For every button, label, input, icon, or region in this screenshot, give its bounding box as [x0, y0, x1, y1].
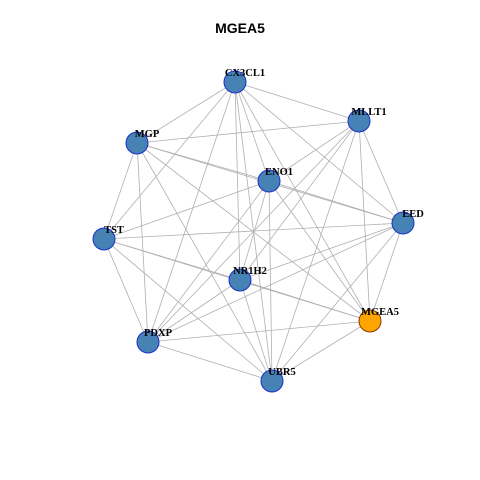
- node-eno1[interactable]: [257, 169, 281, 193]
- node-label-eno1: ENO1: [265, 167, 293, 178]
- edge-mgea5-pdxp: [147, 320, 371, 343]
- edge-eno1-ubr5: [268, 180, 273, 382]
- edge-mllt1-mgea5: [358, 120, 371, 322]
- edge-mllt1-eno1: [268, 120, 360, 182]
- node-label-ubr5: UBR5: [268, 367, 295, 378]
- node-label-mllt1: MLLT1: [351, 107, 386, 118]
- node-mgp[interactable]: [125, 131, 149, 155]
- edge-tst-ubr5: [103, 238, 273, 382]
- node-ubr5[interactable]: [260, 369, 284, 393]
- edge-cx3cl1-tst: [103, 81, 236, 240]
- edge-mgp-ubr5: [136, 142, 273, 382]
- edge-nr1h2-ubr5: [239, 279, 273, 382]
- node-label-nr1h2: NR1H2: [233, 266, 267, 277]
- node-label-pdxp: PDXP: [144, 328, 173, 339]
- edge-eed-mgea5: [369, 222, 404, 322]
- edge-mgp-mgea5: [136, 142, 371, 322]
- node-eed[interactable]: [391, 211, 415, 235]
- edge-cx3cl1-pdxp: [147, 81, 236, 343]
- edge-cx3cl1-mgp: [136, 81, 236, 144]
- edge-tst-pdxp: [103, 238, 149, 343]
- edge-mllt1-eed: [358, 120, 404, 224]
- nodes-layer: [92, 70, 415, 393]
- edge-nr1h2-mgea5: [239, 279, 371, 322]
- edge-mllt1-ubr5: [271, 120, 360, 382]
- edge-cx3cl1-mllt1: [234, 81, 360, 122]
- edge-eno1-pdxp: [147, 180, 270, 343]
- edge-eed-pdxp: [147, 222, 404, 343]
- edge-mgp-pdxp: [136, 142, 149, 343]
- node-pdxp[interactable]: [136, 330, 160, 354]
- node-nr1h2[interactable]: [228, 268, 252, 292]
- node-label-cx3cl1: CX3CL1: [225, 68, 265, 79]
- node-mllt1[interactable]: [347, 109, 371, 133]
- edge-mllt1-mgp: [136, 120, 360, 144]
- node-label-eed: EED: [402, 209, 424, 220]
- graph-title: MGEA5: [215, 20, 265, 36]
- edge-mllt1-nr1h2: [239, 120, 360, 281]
- edge-mgp-tst: [103, 142, 138, 240]
- edge-eno1-mgea5: [268, 180, 371, 322]
- node-cx3cl1[interactable]: [223, 70, 247, 94]
- edge-cx3cl1-mgea5: [234, 81, 371, 322]
- edge-eed-tst: [103, 222, 404, 240]
- edge-eed-ubr5: [271, 222, 404, 382]
- node-label-mgp: MGP: [135, 129, 160, 140]
- node-tst[interactable]: [92, 227, 116, 251]
- edge-nr1h2-pdxp: [147, 279, 241, 343]
- edge-eno1-tst: [103, 180, 270, 240]
- edge-pdxp-ubr5: [147, 341, 273, 382]
- edge-mgea5-ubr5: [271, 320, 371, 382]
- edge-eno1-nr1h2: [239, 180, 270, 281]
- node-label-tst: TST: [104, 225, 124, 236]
- edge-eno1-eed: [268, 180, 404, 224]
- edge-cx3cl1-eed: [234, 81, 404, 224]
- edges-layer: [103, 81, 404, 382]
- node-mgea5[interactable]: [358, 309, 382, 333]
- edge-eed-nr1h2: [239, 222, 404, 281]
- node-label-mgea5: MGEA5: [361, 307, 399, 318]
